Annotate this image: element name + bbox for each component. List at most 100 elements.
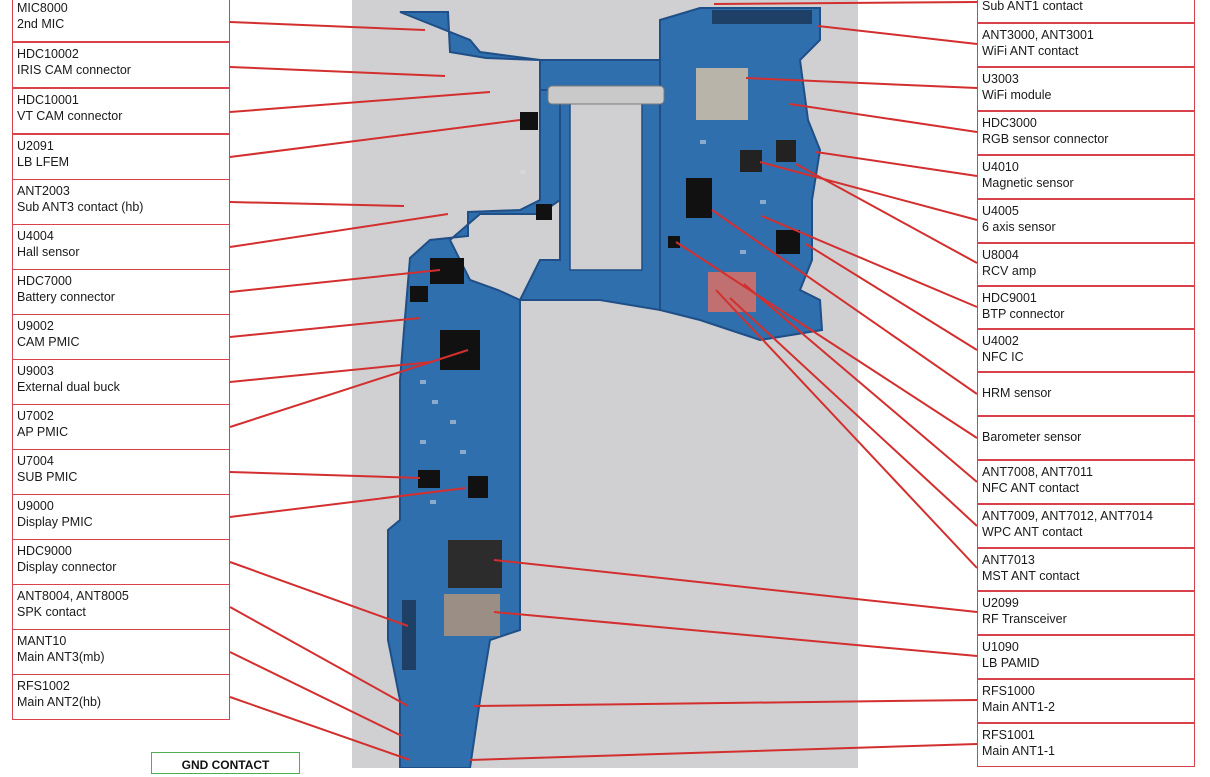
label-u3003: U3003 WiFi module bbox=[977, 67, 1195, 111]
label-desc: LB PAMID bbox=[982, 656, 1040, 670]
label-rfs1002: RFS1002 Main ANT2(hb) bbox=[12, 674, 230, 720]
label-desc: LB LFEM bbox=[17, 155, 70, 169]
label-desc: SPK contact bbox=[17, 605, 86, 619]
gnd-contact-label: GND CONTACT bbox=[151, 752, 300, 774]
label-hdc10001: HDC10001 VT CAM connector bbox=[12, 88, 230, 134]
label-desc: 2nd MIC bbox=[17, 17, 65, 31]
label-part: U7002 bbox=[17, 409, 54, 423]
chip-magnetic bbox=[776, 140, 796, 162]
label-part: U9000 bbox=[17, 499, 54, 513]
label-part: Barometer sensor bbox=[982, 430, 1082, 444]
label-desc: Battery connector bbox=[17, 290, 115, 304]
label-hdc9000: HDC9000 Display connector bbox=[12, 539, 230, 585]
label-part: U1090 bbox=[982, 640, 1019, 654]
label-part: HDC9001 bbox=[982, 291, 1037, 305]
label-ant7008: ANT7008, ANT7011 NFC ANT contact bbox=[977, 460, 1195, 504]
label-part: ANT7008, ANT7011 bbox=[982, 465, 1093, 479]
label-part: ANT3000, ANT3001 bbox=[982, 28, 1094, 42]
label-desc: CAM PMIC bbox=[17, 335, 80, 349]
label-part: RFS1002 bbox=[17, 679, 70, 693]
label-mic8000: MIC8000 2nd MIC bbox=[12, 0, 230, 42]
label-u4004: U4004 Hall sensor bbox=[12, 224, 230, 270]
label-desc: WiFi ANT contact bbox=[982, 44, 1079, 58]
label-desc: IRIS CAM connector bbox=[17, 63, 131, 77]
chip-rgb bbox=[740, 150, 762, 172]
chip-rf-transceiver bbox=[448, 540, 502, 588]
chip-sub-pmic bbox=[418, 470, 440, 488]
label-hdc7000: HDC7000 Battery connector bbox=[12, 269, 230, 315]
label-part: ANT8004, ANT8005 bbox=[17, 589, 129, 603]
label-part: U9003 bbox=[17, 364, 54, 378]
label-desc: Main ANT1-2 bbox=[982, 700, 1055, 714]
label-u8004: U8004 RCV amp bbox=[977, 243, 1195, 286]
label-desc: Main ANT3(mb) bbox=[17, 650, 105, 664]
label-desc: Display PMIC bbox=[17, 515, 93, 529]
label-desc: Sub ANT3 contact (hb) bbox=[17, 200, 144, 214]
label-desc: RCV amp bbox=[982, 264, 1037, 278]
label-u7002: U7002 AP PMIC bbox=[12, 404, 230, 450]
chip-hall bbox=[686, 178, 712, 218]
label-part: HDC7000 bbox=[17, 274, 72, 288]
label-desc: Hall sensor bbox=[17, 245, 80, 259]
label-part: ANT7009, ANT7012, ANT7014 bbox=[982, 509, 1153, 523]
label-desc: Main ANT2(hb) bbox=[17, 695, 102, 709]
metal-bracket bbox=[547, 85, 665, 105]
label-u4005: U4005 6 axis sensor bbox=[977, 199, 1195, 243]
board-cutout bbox=[569, 99, 643, 271]
chip-display-pmic bbox=[468, 476, 488, 498]
label-hdc9001: HDC9001 BTP connector bbox=[977, 286, 1195, 329]
label-hdc10002: HDC10002 IRIS CAM connector bbox=[12, 42, 230, 88]
label-desc: BTP connector bbox=[982, 307, 1065, 321]
label-u4010: U4010 Magnetic sensor bbox=[977, 155, 1195, 199]
label-part: HDC10002 bbox=[17, 47, 79, 61]
label-sub-ant1: Sub ANT1 contact bbox=[977, 0, 1195, 23]
label-part: U2099 bbox=[982, 596, 1019, 610]
label-part: Sub ANT1 contact bbox=[982, 0, 1083, 13]
label-desc: MST ANT contact bbox=[982, 569, 1080, 583]
label-hdc3000: HDC3000 RGB sensor connector bbox=[977, 111, 1195, 155]
label-rfs1000: RFS1000 Main ANT1-2 bbox=[977, 679, 1195, 723]
label-part: ANT2003 bbox=[17, 184, 70, 198]
label-u9000: U9000 Display PMIC bbox=[12, 494, 230, 540]
label-mant10: MANT10 Main ANT3(mb) bbox=[12, 629, 230, 675]
label-desc: Display connector bbox=[17, 560, 117, 574]
label-desc: Main ANT1-1 bbox=[982, 744, 1055, 758]
label-part: RFS1001 bbox=[982, 728, 1035, 742]
chip-lb-pamid bbox=[444, 594, 500, 636]
label-part: U7004 bbox=[17, 454, 54, 468]
label-part: U3003 bbox=[982, 72, 1019, 86]
label-desc: RF Transceiver bbox=[982, 612, 1067, 626]
label-part: U4010 bbox=[982, 160, 1019, 174]
label-ant8004: ANT8004, ANT8005 SPK contact bbox=[12, 584, 230, 630]
label-desc: WiFi module bbox=[982, 88, 1052, 102]
label-part: HDC10001 bbox=[17, 93, 79, 107]
label-desc: VT CAM connector bbox=[17, 109, 123, 123]
label-u2099: U2099 RF Transceiver bbox=[977, 591, 1195, 635]
label-desc: NFC IC bbox=[982, 350, 1024, 364]
label-desc: WPC ANT contact bbox=[982, 525, 1083, 539]
label-part: U9002 bbox=[17, 319, 54, 333]
label-part: ANT7013 bbox=[982, 553, 1035, 567]
label-barometer: Barometer sensor bbox=[977, 416, 1195, 460]
label-desc: NFC ANT contact bbox=[982, 481, 1080, 495]
label-part: MIC8000 bbox=[17, 1, 68, 15]
label-desc: 6 axis sensor bbox=[982, 220, 1056, 234]
top-connector bbox=[712, 10, 812, 24]
label-part: HDC9000 bbox=[17, 544, 72, 558]
label-part: RFS1000 bbox=[982, 684, 1035, 698]
label-desc: RGB sensor connector bbox=[982, 132, 1109, 146]
chip-wifi-module bbox=[696, 68, 748, 120]
label-desc: Magnetic sensor bbox=[982, 176, 1074, 190]
label-desc: External dual buck bbox=[17, 380, 120, 394]
label-part: U4005 bbox=[982, 204, 1019, 218]
label-u9003: U9003 External dual buck bbox=[12, 359, 230, 405]
label-ant2003: ANT2003 Sub ANT3 contact (hb) bbox=[12, 179, 230, 225]
chip-pmic bbox=[440, 330, 480, 370]
label-part: MANT10 bbox=[17, 634, 67, 648]
small-ics bbox=[410, 112, 800, 302]
display-connector bbox=[402, 600, 416, 670]
label-ant7009: ANT7009, ANT7012, ANT7014 WPC ANT contac… bbox=[977, 504, 1195, 548]
label-part: HDC3000 bbox=[982, 116, 1037, 130]
label-desc: SUB PMIC bbox=[17, 470, 78, 484]
